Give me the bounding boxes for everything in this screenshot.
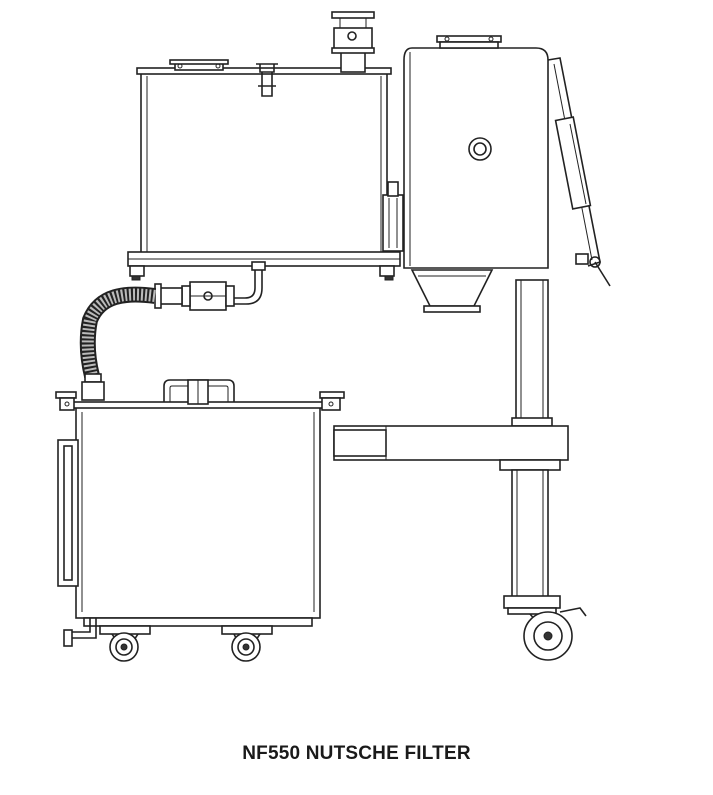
support-column: [333, 279, 587, 661]
lower-cart-tank: [55, 379, 345, 662]
drawing-caption: NF550 NUTSCHE FILTER: [242, 743, 471, 764]
flexible-hose: [79, 286, 157, 378]
upper-receiver-tank: [127, 11, 404, 281]
transfer-piping: [79, 261, 266, 401]
filter-vessel: [403, 35, 611, 313]
